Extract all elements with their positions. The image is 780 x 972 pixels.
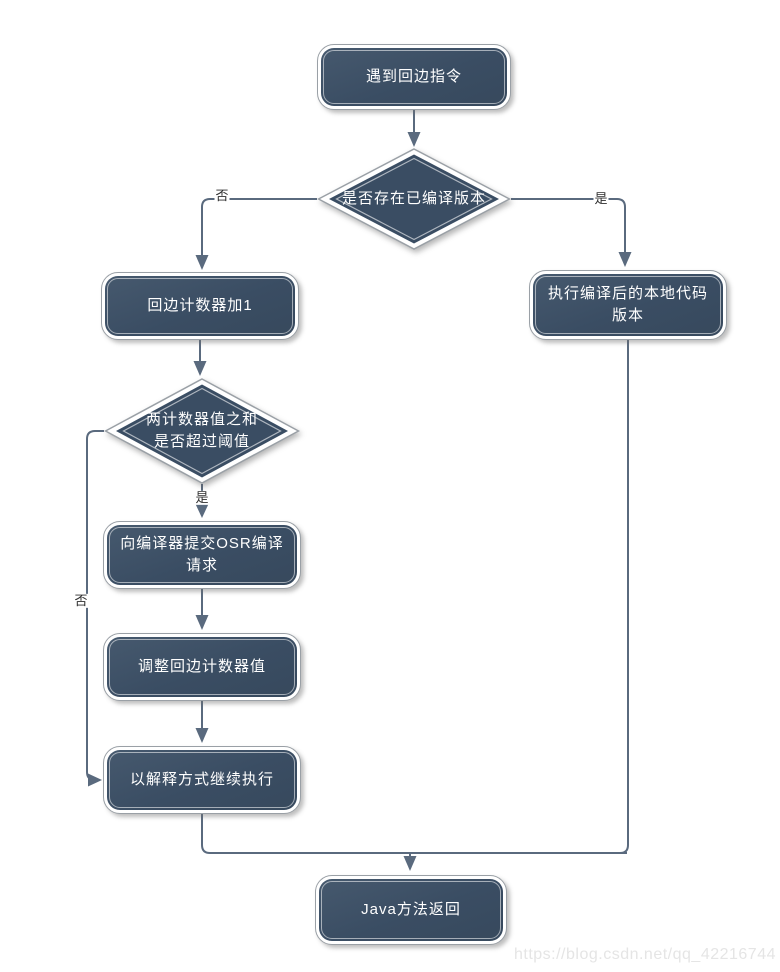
edge-label-no: 否 (73, 592, 89, 609)
node-execute-native-label: 执行编译后的本地代码 版本 (533, 274, 723, 336)
node-java-return-label: Java方法返回 (319, 879, 503, 941)
node-increment-counter: 回边计数器加1 (101, 272, 299, 340)
edge-exec-to-return (415, 340, 629, 854)
node-submit-osr: 向编译器提交OSR编译 请求 (103, 521, 301, 589)
watermark-text: https://blog.csdn.net/qq_42216744 (513, 946, 776, 963)
arrowhead-down-icon (618, 252, 632, 267)
node-interpret-continue: 以解释方式继续执行 (103, 746, 301, 814)
edge-interpret-to-return (201, 814, 627, 854)
arrowhead-down-icon (403, 856, 417, 871)
node-start-label: 遇到回边指令 (321, 48, 507, 106)
node-adjust-counter: 调整回边计数器值 (103, 633, 301, 701)
arrowhead-down-icon (195, 504, 209, 518)
decision-compiled-version-label: 是否存在已编译版本 (341, 190, 486, 208)
edge-threshold-no (86, 430, 104, 781)
node-java-return: Java方法返回 (315, 875, 507, 945)
arrowhead-right-icon (88, 773, 102, 787)
node-interpret-continue-label: 以解释方式继续执行 (107, 750, 297, 810)
diamond-shape (317, 148, 511, 250)
edge-check-no (201, 198, 317, 256)
node-start: 遇到回边指令 (317, 44, 511, 110)
decision-threshold: 两计数器值之和 是否超过阈值 (104, 378, 300, 484)
decision-compiled-version: 是否存在已编译版本 (317, 148, 511, 250)
arrowhead-down-icon (407, 132, 421, 147)
edge-check-yes (511, 198, 626, 253)
edge-label-yes: 是 (194, 489, 210, 506)
arrowhead-down-icon (195, 615, 209, 630)
diamond-shape (104, 378, 300, 484)
node-submit-osr-label: 向编译器提交OSR编译 请求 (107, 525, 297, 585)
decision-threshold-label: 两计数器值之和 是否超过阈值 (145, 411, 258, 450)
arrowhead-down-icon (193, 361, 207, 376)
node-increment-counter-label: 回边计数器加1 (105, 276, 295, 336)
edge-label-no: 否 (214, 187, 230, 204)
node-adjust-counter-label: 调整回边计数器值 (107, 637, 297, 697)
edge-label-yes: 是 (593, 190, 609, 207)
node-execute-native: 执行编译后的本地代码 版本 (529, 270, 727, 340)
arrowhead-down-icon (195, 255, 209, 270)
arrowhead-down-icon (195, 728, 209, 743)
